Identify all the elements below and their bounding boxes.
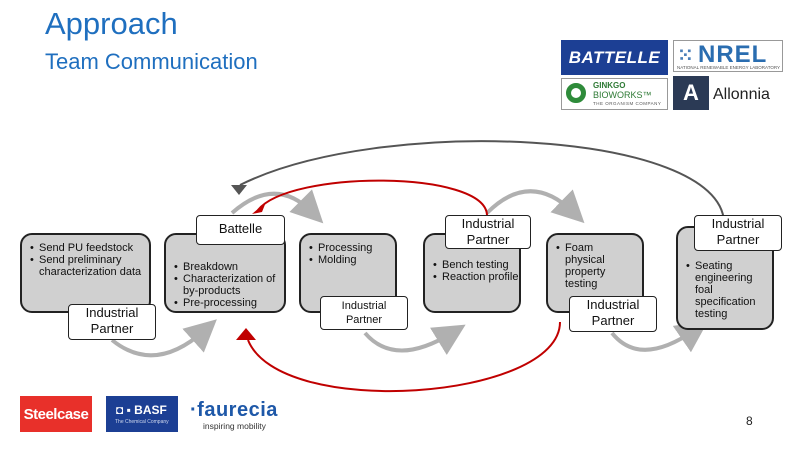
owner-label-line: Industrial (85, 305, 139, 320)
owner-label-line: Partner (345, 314, 383, 326)
feedback-arrow-4-to-2 (257, 179, 488, 216)
owner-label-line: Industrial (461, 216, 515, 231)
basf-logo: ◘ ▪ BASF The Chemical Company (106, 396, 178, 432)
step-bullet: Foam physical property testing (556, 242, 618, 290)
forward-arrow-2-3 (230, 189, 324, 224)
owner-label-line: Partner (90, 321, 134, 336)
nrel-logo: ⁙ NREL NATIONAL RENEWABLE ENERGY LABORAT… (673, 40, 783, 72)
forward-arrow-5-6 (610, 320, 709, 353)
step-bullet: Molding (309, 254, 395, 266)
step-bullet: Send PU feedstock (30, 242, 149, 254)
owner-label-step-6: Industrial Partner (694, 215, 782, 251)
owner-label-line: Partner (716, 232, 760, 247)
owner-label-step-2: Battelle (196, 215, 285, 245)
forward-arrow-4-5 (485, 189, 585, 224)
feedback-arrowhead-6 (231, 185, 247, 195)
basf-tagline: The Chemical Company (115, 419, 169, 425)
allonnia-mark-icon: A (673, 76, 709, 110)
step-bullet: Breakdown (174, 261, 284, 273)
step-bullet: Seating engineering foal specification t… (686, 260, 768, 320)
step-bullet: Send preliminary characterization data (30, 254, 149, 278)
owner-label-step-3: Industrial Partner (320, 296, 408, 330)
step-bullet: Reaction profile (433, 271, 519, 283)
ginkgo-name: GINKGO (593, 81, 626, 90)
nrel-mark-icon: ⁙ (677, 45, 694, 67)
basf-wordmark: ◘ ▪ BASF (116, 403, 167, 417)
nrel-tagline: NATIONAL RENEWABLE ENERGY LABORATORY (677, 65, 781, 70)
slide-title: Approach (45, 6, 178, 41)
allonnia-wordmark: Allonnia (713, 86, 770, 103)
owner-label-line: Battelle (218, 221, 263, 236)
ginkgo-gear-icon (566, 83, 586, 103)
feedback-arrowhead-5 (236, 328, 256, 340)
slide-subtitle: Team Communication (45, 49, 258, 74)
faurecia-tagline: inspiring mobility (203, 421, 266, 431)
steelcase-logo: Steelcase (20, 396, 92, 432)
owner-label-line: Partner (591, 313, 635, 328)
step-bullet: Processing (309, 242, 395, 254)
step-bullet: Pre-processing (174, 297, 284, 309)
ginkgo-bioworks: BIOWORKS™ (593, 90, 652, 100)
owner-label-line: Industrial (711, 216, 765, 231)
feedback-arrowhead-4 (252, 202, 266, 214)
owner-label-line: Industrial (341, 300, 387, 312)
step-bullet: Characterization of by-products (174, 273, 284, 297)
step-bullet: Bench testing (433, 259, 519, 271)
owner-label-step-4: Industrial Partner (445, 215, 531, 249)
owner-label-line: Industrial (586, 297, 640, 312)
feedback-arrow-6-to-2 (239, 140, 725, 223)
forward-arrow-1-2 (110, 319, 217, 358)
battelle-logo: BATTELLE (561, 40, 668, 75)
owner-label-line: Partner (466, 232, 510, 247)
page-number: 8 (746, 414, 753, 428)
process-step-2: Breakdown Characterization of by-product… (164, 233, 286, 313)
owner-label-step-5: Industrial Partner (569, 296, 657, 332)
ginkgo-logo: GINKGO BIOWORKS™ THE ORGANISM COMPANY (561, 78, 668, 110)
faurecia-wordmark: ·faurecia (190, 399, 278, 421)
process-step-1: Send PU feedstock Send preliminary chara… (20, 233, 151, 313)
ginkgo-tagline: THE ORGANISM COMPANY (593, 101, 662, 106)
forward-arrow-3-4 (363, 324, 466, 356)
feedback-arrow-5-to-2 (247, 321, 561, 393)
owner-label-step-1: Industrial Partner (68, 304, 156, 340)
nrel-wordmark: NREL (698, 41, 768, 68)
